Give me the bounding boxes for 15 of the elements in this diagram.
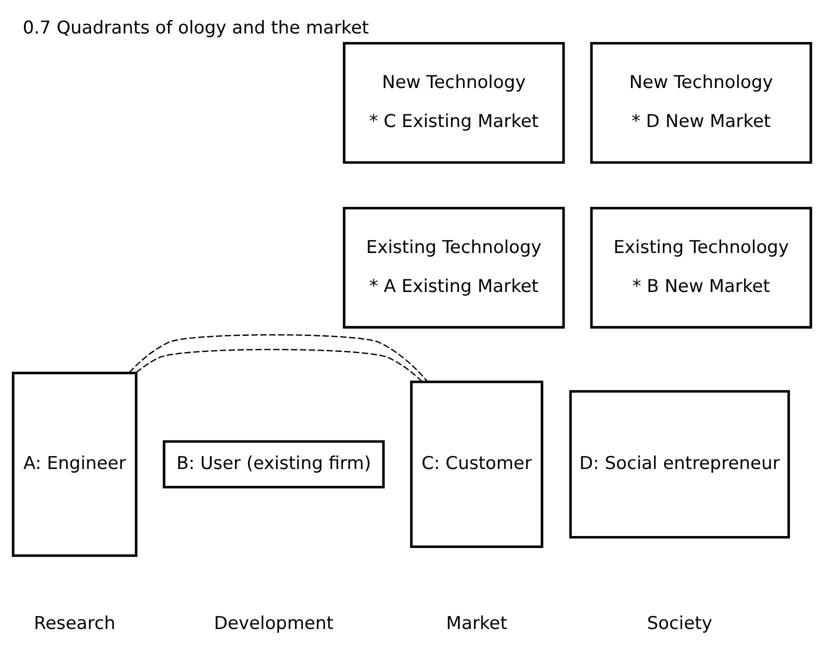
node-box: Existing Technology * B New Market: [590, 206, 812, 329]
connector: [128, 334, 428, 382]
node-box: B: User (existing firm): [162, 440, 385, 488]
node-box: C: Customer: [410, 380, 544, 548]
node-box: A: Engineer: [12, 372, 138, 557]
connector: [136, 348, 423, 382]
label: Research: [34, 614, 116, 634]
node-box: New Technology * D New Market: [590, 42, 812, 164]
label: Society: [647, 614, 712, 634]
caption: 0.7 Quadrants of ology and the market: [22, 18, 369, 38]
node-box: Existing Technology * A Existing Market: [342, 206, 565, 329]
node-box: New Technology * C Existing Market: [342, 42, 565, 164]
node-box: D: Social entrepreneur: [569, 390, 790, 538]
label: Market: [446, 614, 508, 634]
label: Development: [214, 614, 334, 634]
